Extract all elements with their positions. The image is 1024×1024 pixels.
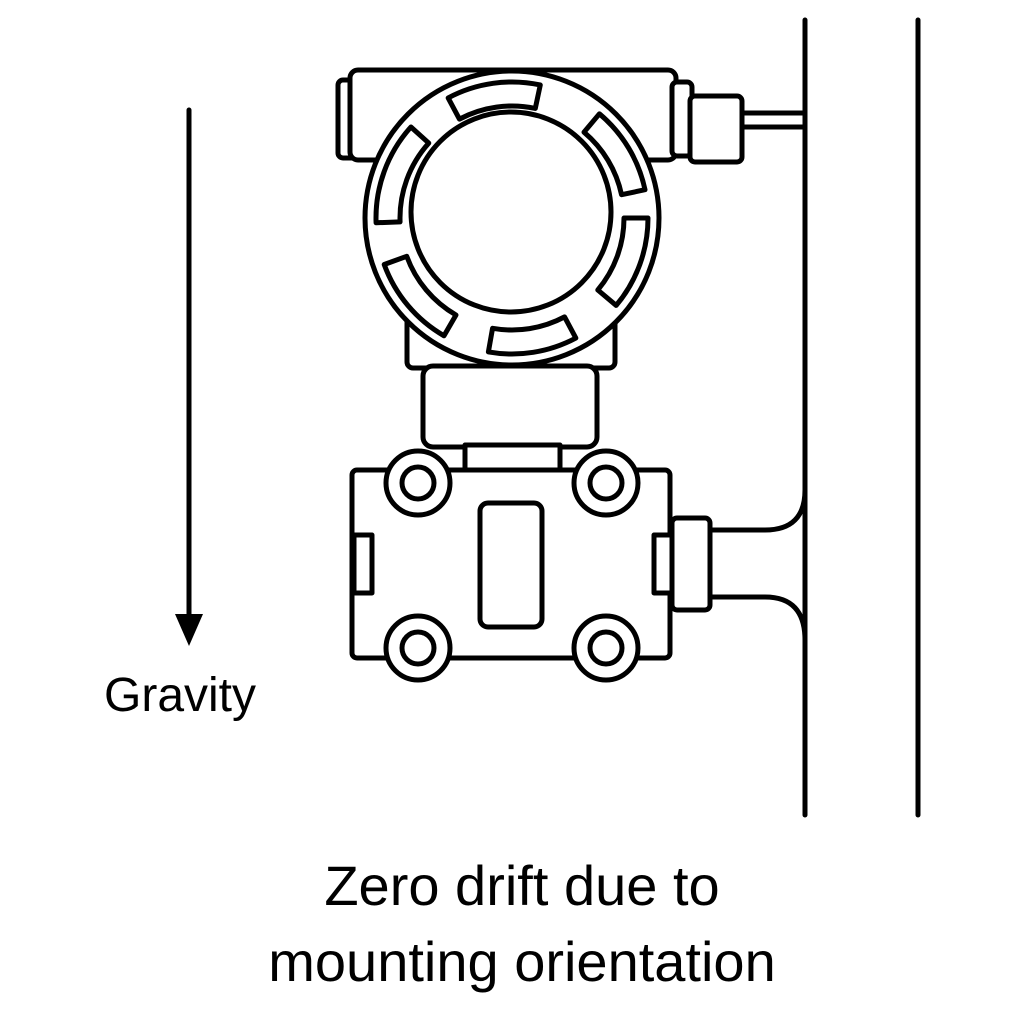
bolt-icon <box>383 448 453 518</box>
impulse-lines <box>707 487 808 643</box>
bolt-icon <box>383 613 453 683</box>
cover-slot <box>381 253 459 339</box>
cover-slot <box>595 215 651 308</box>
gravity-arrow-icon <box>175 107 203 646</box>
sensor-body <box>349 448 713 683</box>
display-cover <box>362 68 662 368</box>
caption-line-2: mounting orientation <box>268 930 776 993</box>
signal-cable <box>739 110 808 130</box>
bolt-icon <box>571 613 641 683</box>
bolt-icon <box>571 448 641 518</box>
display-window <box>408 109 614 315</box>
cover-slot <box>373 124 432 226</box>
caption-line-1: Zero drift due to <box>324 854 720 917</box>
conduit-entry <box>687 93 745 165</box>
caption: Zero drift due to mounting orientation <box>0 848 1024 1000</box>
cover-slot <box>445 79 543 122</box>
gravity-label: Gravity <box>104 669 257 722</box>
cover-slot <box>485 314 579 357</box>
cover-slot <box>581 111 648 198</box>
nameplate <box>477 500 545 630</box>
process-connection <box>669 515 713 613</box>
